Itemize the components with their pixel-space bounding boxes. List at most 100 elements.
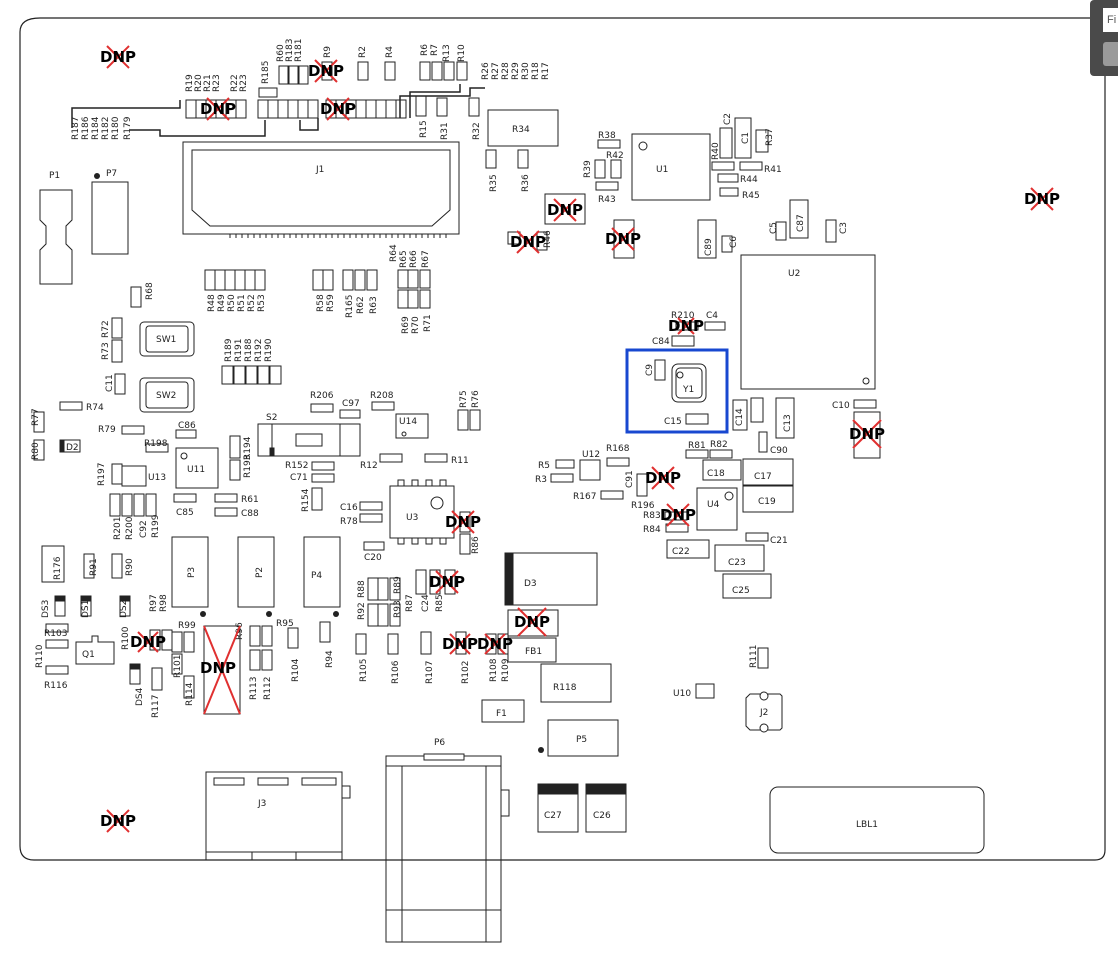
refdes-r88: R88: [357, 580, 367, 598]
footprint: [277, 99, 289, 119]
footprint: [407, 269, 419, 289]
footprint: [685, 449, 709, 459]
footprint: [111, 339, 123, 363]
refdes-r13: R13: [442, 44, 452, 62]
find-button[interactable]: [1103, 42, 1118, 66]
refdes-c91: C91: [625, 470, 635, 488]
refdes-ds2: DS2: [119, 600, 129, 618]
footprint: [204, 269, 216, 291]
footprint: [425, 537, 433, 545]
footprint: [322, 269, 334, 291]
refdes-c16: C16: [340, 503, 358, 513]
footprint: [757, 647, 769, 669]
refdes-r181: R181: [294, 39, 304, 62]
footprint: [714, 544, 765, 572]
footprint: [697, 219, 717, 259]
refdes-c6: C6: [729, 236, 739, 248]
j2-hole: [759, 691, 769, 701]
dnp-marker: DNP: [510, 230, 546, 254]
footprint: [415, 95, 427, 117]
resistor-footprint: [235, 99, 247, 119]
refdes-r93: R93: [393, 600, 403, 618]
footprint: [775, 221, 787, 241]
refdes-r74: R74: [86, 403, 104, 413]
pin1-ring: [862, 377, 870, 385]
footprint: [229, 459, 241, 481]
footprint: [311, 461, 335, 471]
footprint: [397, 269, 409, 289]
footprint: [507, 231, 521, 245]
footprint: [41, 545, 65, 583]
footprint: [214, 507, 238, 517]
refdes-r95: R95: [276, 619, 294, 629]
refdes-c10: C10: [832, 401, 850, 411]
refdes-d2: D2: [66, 443, 79, 453]
dnp-label: DNP: [308, 62, 344, 80]
footprint: [111, 553, 123, 579]
dnp-marker: DNP: [442, 633, 478, 655]
footprint: [183, 631, 195, 653]
refdes-r59: R59: [326, 294, 336, 312]
refdes-c18: C18: [707, 469, 725, 479]
footprint: [114, 373, 126, 395]
pin1-dot: [333, 611, 339, 617]
led-band: [119, 595, 131, 602]
refdes-r72: R72: [101, 320, 111, 338]
footprint: [439, 479, 447, 487]
refdes-p2: P2: [255, 567, 265, 578]
dnp-cross-line: [666, 503, 690, 527]
refdes-r22: R22: [230, 74, 240, 92]
footprint: [702, 459, 742, 481]
footprint: [342, 269, 354, 291]
refdes-r65: R65: [399, 250, 409, 268]
refdes-r64: R64: [389, 244, 399, 262]
footprint: [595, 181, 619, 191]
footprint: [175, 429, 197, 439]
footprint: [171, 631, 183, 653]
footprint: [459, 511, 471, 533]
refdes-fb1: FB1: [525, 647, 542, 657]
refdes-r117: R117: [151, 695, 161, 718]
refdes-r191: R191: [234, 339, 244, 362]
footprint: [244, 269, 256, 291]
dnp-footprint: [613, 219, 635, 259]
refdes-r114: R114: [185, 682, 195, 706]
footprint: [365, 99, 377, 119]
footprint: [278, 65, 289, 85]
footprint: [429, 569, 441, 595]
dnp-label: DNP: [477, 635, 513, 653]
footprint: [758, 431, 768, 453]
find-input[interactable]: Fi: [1103, 8, 1118, 32]
s2-mark: [269, 447, 275, 457]
footprint: [254, 269, 266, 291]
refdes-r152: R152: [285, 461, 308, 471]
footprint: [456, 61, 468, 81]
footprint: [298, 65, 309, 85]
footprint: [355, 633, 367, 655]
j3-pin: [213, 777, 245, 786]
footprint: [354, 269, 366, 291]
footprint: [775, 397, 795, 439]
trace: [130, 120, 266, 137]
footprint: [825, 219, 837, 243]
footprint: [517, 149, 529, 169]
refdes-r78: R78: [340, 517, 358, 527]
refdes-r108: R108: [489, 658, 499, 682]
refdes-c84: C84: [652, 337, 670, 347]
refdes-u12: U12: [582, 450, 600, 460]
footprint: [33, 439, 45, 461]
label-lbl1: [769, 786, 985, 854]
refdes-r179: R179: [123, 116, 133, 140]
refdes-r87: R87: [405, 594, 415, 612]
footprint: [59, 401, 83, 411]
refdes-r41: R41: [764, 165, 782, 175]
footprint: [424, 453, 448, 463]
footprint: [431, 61, 443, 81]
refdes-r182: R182: [101, 117, 111, 140]
footprint: [111, 463, 123, 485]
refdes-j1: J1: [315, 165, 324, 175]
transistor-q1: [75, 635, 115, 665]
refdes-u3: U3: [406, 513, 418, 523]
refdes-r110: R110: [35, 644, 45, 668]
refdes-r104: R104: [291, 658, 301, 682]
